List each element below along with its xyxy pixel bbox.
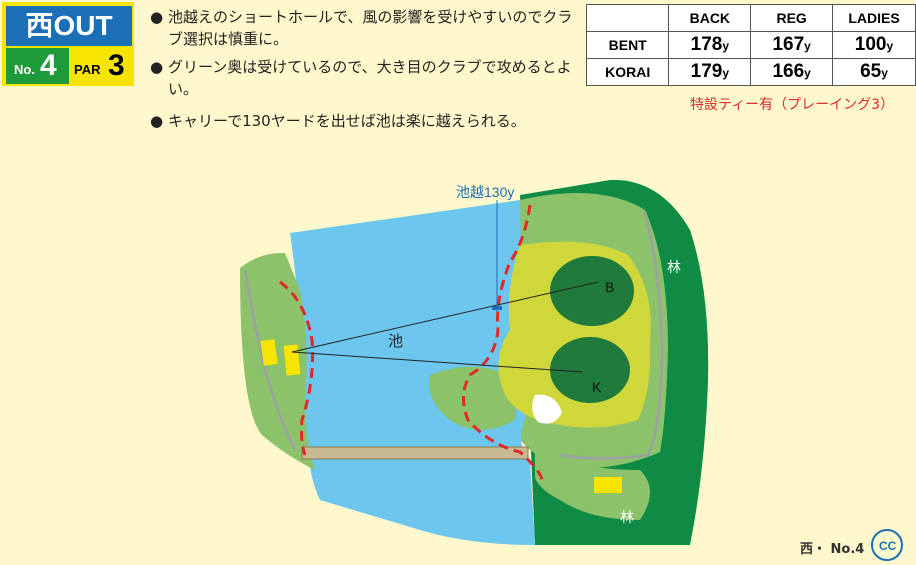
cart-path [243, 269, 297, 451]
yardage-table: BACK REG LADIES BENT 178y 167y 100y KORA… [585, 4, 916, 86]
bullet-icon: ● [150, 8, 164, 26]
tee-box [260, 339, 278, 366]
hole-number-badge: No. 4 [6, 48, 69, 84]
table-corner [585, 4, 670, 32]
note-2: ● グリーン奥は受けているので、大き目のクラブで攻めるとよい。 [150, 56, 580, 100]
yardage-cell: 65y [832, 58, 916, 86]
grass-korai: KORAI [585, 58, 670, 86]
hole-prefix: No. [14, 62, 35, 77]
table-row: BENT 178y 167y 100y [585, 31, 916, 59]
forest-label: 林 [620, 510, 634, 526]
hazard-line [462, 204, 544, 481]
rough-lower [535, 452, 650, 520]
note-text: キャリーで130ヤードを出せば池は楽に越えられる。 [168, 112, 526, 130]
tee-box [594, 477, 622, 493]
logo-text: CC [879, 539, 897, 553]
col-back: BACK [668, 4, 752, 32]
par-value: 3 [108, 49, 125, 82]
carry-label: 池越130y [456, 184, 514, 200]
note-1: ● 池越えのショートホールで、風の影響を受けやすいのでクラブ選択は慎重に。 [150, 6, 580, 50]
shot-line-b [291, 281, 599, 353]
footer-hole-label: 西・ No.4 [800, 542, 865, 557]
note-text: グリーン奥は受けているので、大き目のクラブで攻めるとよい。 [168, 58, 572, 98]
shot-line-k [291, 351, 583, 373]
forest-label: 林 [667, 260, 681, 276]
bridge [301, 446, 529, 460]
bullet-icon: ● [150, 112, 164, 130]
hazard-line [279, 280, 315, 456]
bullet-icon: ● [150, 58, 164, 76]
hole-number: 4 [40, 49, 57, 82]
bunker [532, 394, 562, 424]
course-title: 西OUT [6, 6, 132, 46]
table-row: KORAI 179y 166y 65y [585, 58, 916, 86]
grass-bent: BENT [585, 31, 670, 59]
par-badge: PAR 3 [72, 48, 132, 84]
pond-label: 池 [388, 332, 403, 350]
note-3: ● キャリーで130ヤードを出せば池は楽に越えられる。 [150, 110, 580, 132]
special-tee-note: 特設ティー有（プレーイング3） [690, 97, 895, 113]
note-text: 池越えのショートホールで、風の影響を受けやすいのでクラブ選択は慎重に。 [168, 8, 573, 48]
col-reg: REG [750, 4, 833, 32]
green-b-label: B [605, 279, 614, 295]
yardage-cell: 166y [750, 58, 833, 86]
table-header-row: BACK REG LADIES [585, 4, 916, 32]
par-label: PAR [74, 62, 101, 77]
club-logo: CC [871, 529, 903, 561]
yardage-cell: 179y [668, 58, 752, 86]
cart-path [559, 211, 664, 460]
tee-area [240, 252, 315, 470]
peninsula [429, 366, 516, 430]
carry-marker [492, 306, 502, 310]
green-k [550, 337, 630, 403]
green-k-label: K [592, 379, 602, 395]
green-b [550, 256, 634, 326]
